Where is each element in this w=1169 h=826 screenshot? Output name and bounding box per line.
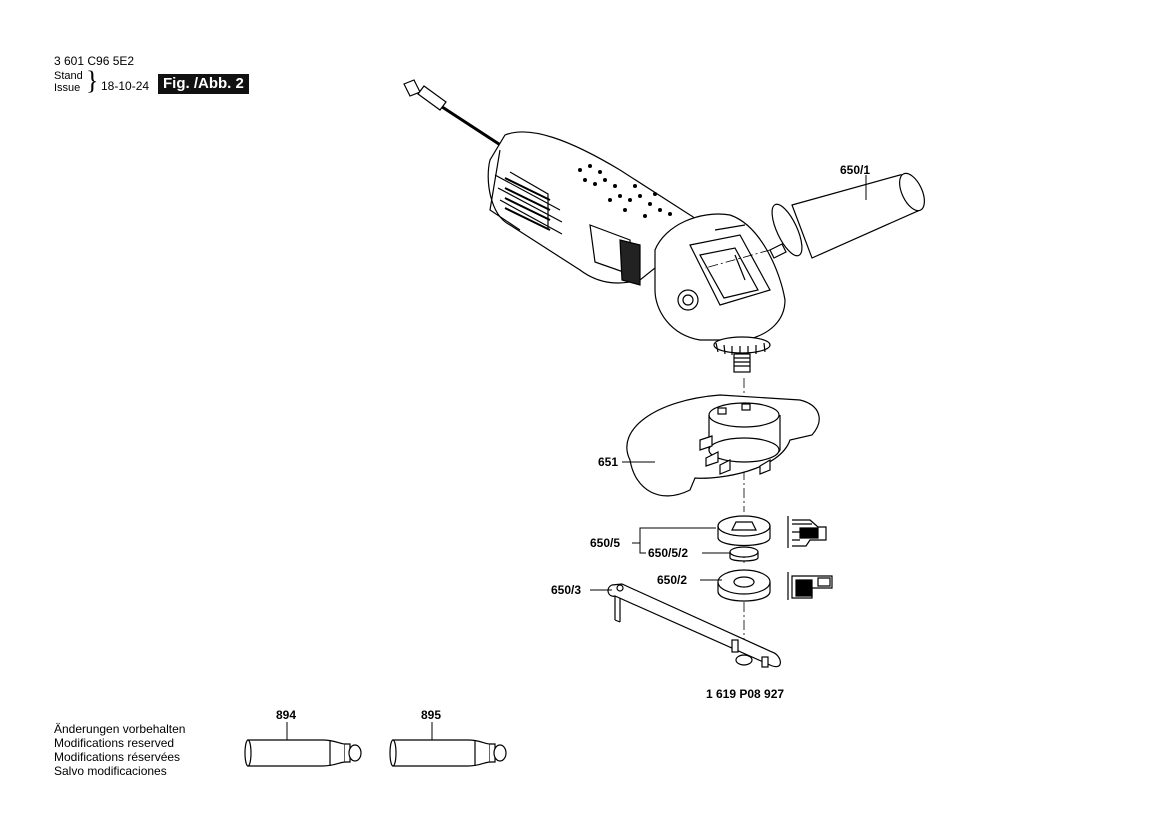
issue-label: Issue <box>54 82 81 94</box>
set-number: 1 619 P08 927 <box>706 687 784 701</box>
modification-notices: Änderungen vorbehalten Modifications res… <box>54 722 185 778</box>
label-651: 651 <box>598 455 618 469</box>
notice-de: Änderungen vorbehalten <box>54 722 186 736</box>
mounting-flange <box>717 569 771 602</box>
auxiliary-handle <box>769 172 925 259</box>
grease-tube-895 <box>389 739 507 767</box>
notice-fr: Modifications réservées <box>54 750 181 764</box>
grip-dots <box>578 164 672 218</box>
issue-date: 18-10-24 <box>101 79 150 93</box>
stand-label: Stand <box>54 70 83 82</box>
document-number: 3 601 C96 5E2 <box>54 54 135 68</box>
notice-en: Modifications reserved <box>54 736 175 750</box>
pin-spanner <box>607 583 781 668</box>
label-894: 894 <box>276 708 296 722</box>
leader-lines <box>286 175 867 742</box>
clamping-nut <box>717 515 771 562</box>
nut-section-view <box>787 516 827 548</box>
notice-es: Salvo modificaciones <box>54 764 167 778</box>
label-650-3: 650/3 <box>551 583 581 597</box>
stand-issue-labels: Stand Issue <box>54 70 83 94</box>
angle-grinder-body <box>487 131 786 373</box>
flange-section-view <box>787 572 833 600</box>
power-cord <box>403 79 506 150</box>
label-895: 895 <box>421 708 441 722</box>
grease-tube-894 <box>244 739 362 767</box>
brace-symbol: } <box>86 66 99 95</box>
wheel-guard <box>626 394 820 497</box>
label-650-5: 650/5 <box>590 536 620 550</box>
label-650-5-2: 650/5/2 <box>648 546 688 560</box>
label-650-1: 650/1 <box>840 163 870 177</box>
label-650-2: 650/2 <box>657 573 687 587</box>
figure-label: Fig. /Abb. 2 <box>158 74 249 94</box>
